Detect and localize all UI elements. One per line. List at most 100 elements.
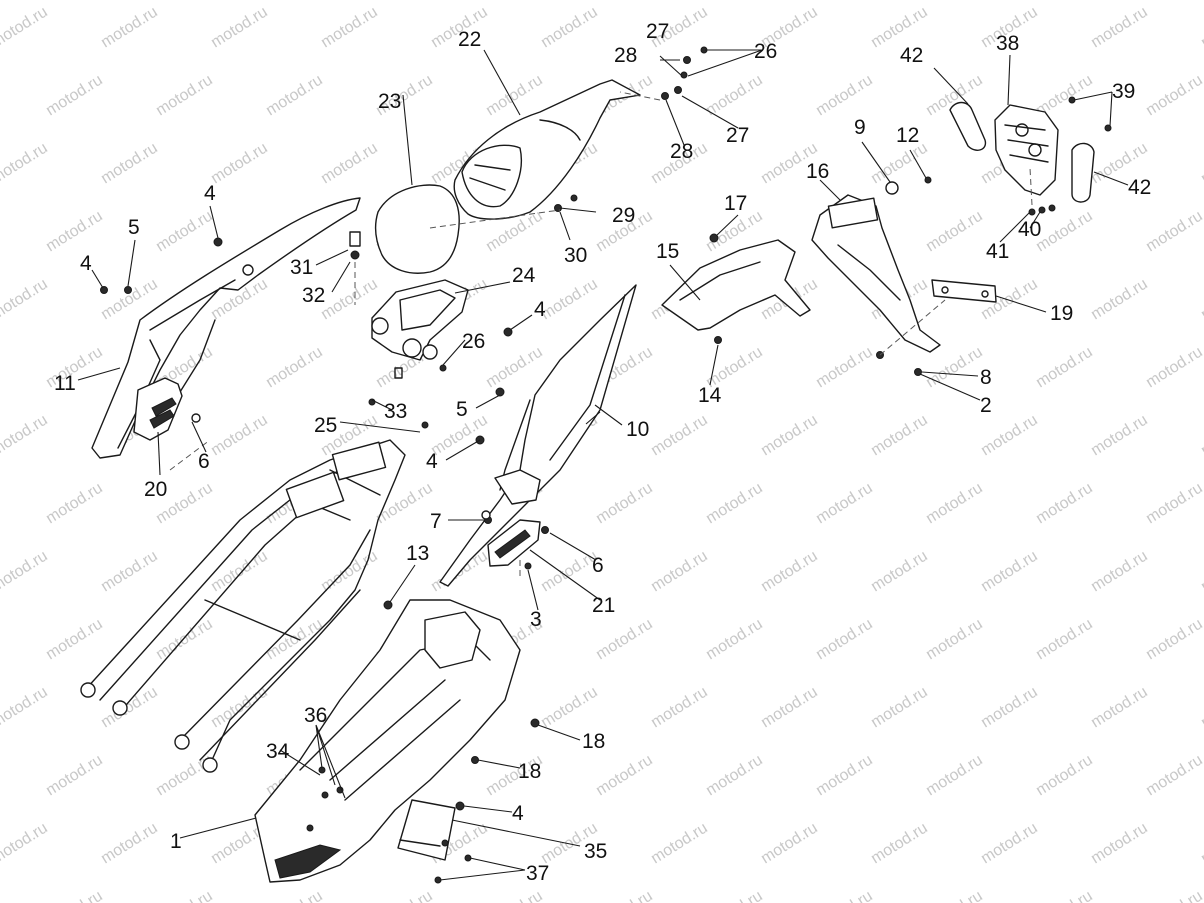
watermark-text: motod.ru [153, 888, 216, 903]
callout-40: 40 [1018, 218, 1041, 241]
callout-18a: 18 [582, 730, 605, 753]
watermark-text: motod.ru [483, 344, 546, 392]
part-cover-plate [397, 799, 456, 861]
watermark-text: motod.ru [318, 276, 381, 324]
watermark-text: motod.ru [1143, 344, 1204, 392]
watermark-text: motod.ru [813, 344, 876, 392]
watermark-text: motod.ru [1198, 548, 1204, 596]
watermark-text: motod.ru [318, 4, 381, 52]
watermark-text: motod.ru [978, 412, 1041, 460]
callout-13: 13 [406, 542, 429, 565]
callout-14: 14 [698, 384, 722, 407]
watermark-text: motod.ru [483, 888, 546, 903]
watermark-text: motod.ru [923, 888, 986, 903]
callout-21: 21 [592, 594, 615, 617]
watermark-text: motod.ru [0, 4, 51, 52]
watermark-text: motod.ru [923, 480, 986, 528]
callout-12: 12 [896, 124, 919, 147]
watermark-text: motod.ru [758, 548, 821, 596]
watermark-text: motod.ru [538, 276, 601, 324]
callout-8: 8 [980, 366, 992, 389]
watermark-text: motod.ru [43, 616, 106, 664]
callout-23: 23 [378, 90, 401, 113]
callout-4a: 4 [204, 182, 216, 205]
callout-36: 36 [304, 704, 327, 727]
watermark-text: motod.ru [1033, 616, 1096, 664]
watermark-text: motod.ru [758, 820, 821, 868]
watermark-text: motod.ru [758, 684, 821, 732]
watermark-text: motod.ru [43, 480, 106, 528]
watermark-text: motod.ru [1033, 752, 1096, 800]
watermark-text: motod.ru [703, 72, 766, 120]
callout-42a: 42 [900, 44, 923, 67]
callout-38: 38 [996, 32, 1019, 55]
watermark-text: motod.ru [1198, 684, 1204, 732]
watermark-text: motod.ru [1033, 344, 1096, 392]
callout-1: 1 [170, 830, 182, 853]
watermark-text: motod.ru [1198, 276, 1204, 324]
part-right-step-bracket [487, 519, 541, 567]
part-fasteners [100, 46, 1112, 884]
watermark-text: motod.ru [1088, 276, 1151, 324]
watermark-text: motod.ru [1088, 820, 1151, 868]
watermark-text: motod.ru [263, 888, 326, 903]
callout-16: 16 [806, 160, 829, 183]
watermark-text: motod.ru [703, 616, 766, 664]
part-rear-hugger [661, 239, 811, 331]
callout-22: 22 [458, 28, 481, 51]
watermark-text: motod.ru [868, 412, 931, 460]
watermark-text: motod.ru [813, 72, 876, 120]
part-right-side-panel [439, 284, 637, 587]
watermark-text: motod.ru [98, 820, 161, 868]
watermark-text: motod.ru [868, 684, 931, 732]
watermark-text: motod.ru [0, 820, 51, 868]
watermark-text: motod.ru [923, 208, 986, 256]
watermark-text: motod.ru [648, 820, 711, 868]
watermark-text: motod.ru [1033, 208, 1096, 256]
callout-42b: 42 [1128, 176, 1151, 199]
callout-5a: 5 [128, 216, 140, 239]
watermark-text: motod.ru [648, 548, 711, 596]
callout-15: 15 [656, 240, 679, 263]
callout-33: 33 [384, 400, 407, 423]
part-license-plate-bracket [811, 194, 941, 353]
watermark-text: motod.ru [153, 616, 216, 664]
watermark-text: motod.ru [153, 208, 216, 256]
watermark-text: motod.ru [1143, 72, 1204, 120]
watermark-text: motod.ru [208, 684, 271, 732]
callout-9: 9 [854, 116, 866, 139]
watermark-text: motod.ru [373, 888, 436, 903]
watermark-text: motod.ru [758, 412, 821, 460]
watermark-text: motod.ru [1143, 616, 1204, 664]
watermark-text: motod.ru [1198, 4, 1204, 52]
callout-27a: 27 [646, 20, 669, 43]
part-rear-undertray [254, 599, 521, 883]
callout-17: 17 [724, 192, 747, 215]
watermark-text: motod.ru [208, 4, 271, 52]
watermark-text: motod.ru [0, 412, 51, 460]
watermark-text: motod.ru [868, 820, 931, 868]
watermark-text: motod.ru [483, 72, 546, 120]
watermark-text: motod.ru [593, 616, 656, 664]
watermark-text: motod.ru [373, 480, 436, 528]
watermark-text: motod.ru [98, 548, 161, 596]
watermark-text: motod.ru [703, 480, 766, 528]
watermark-text: motod.ru [813, 888, 876, 903]
watermark-text: motod.ru [43, 208, 106, 256]
callout-28a: 28 [614, 44, 637, 67]
watermark-text: motod.ru [43, 72, 106, 120]
part-rear-subframe [80, 439, 406, 773]
callout-26b: 26 [754, 40, 777, 63]
callout-41: 41 [986, 240, 1009, 263]
watermark-text: motod.ru [0, 684, 51, 732]
callout-6a: 6 [198, 450, 210, 473]
part-lenses [949, 101, 1095, 203]
callout-26a: 26 [462, 330, 485, 353]
watermark-text: motod.ru [1088, 548, 1151, 596]
watermark-text: motod.ru [813, 752, 876, 800]
callout-29: 29 [612, 204, 635, 227]
watermark-text: motod.ru [98, 4, 161, 52]
callout-6b: 6 [592, 554, 604, 577]
watermark-text: motod.ru [43, 752, 106, 800]
